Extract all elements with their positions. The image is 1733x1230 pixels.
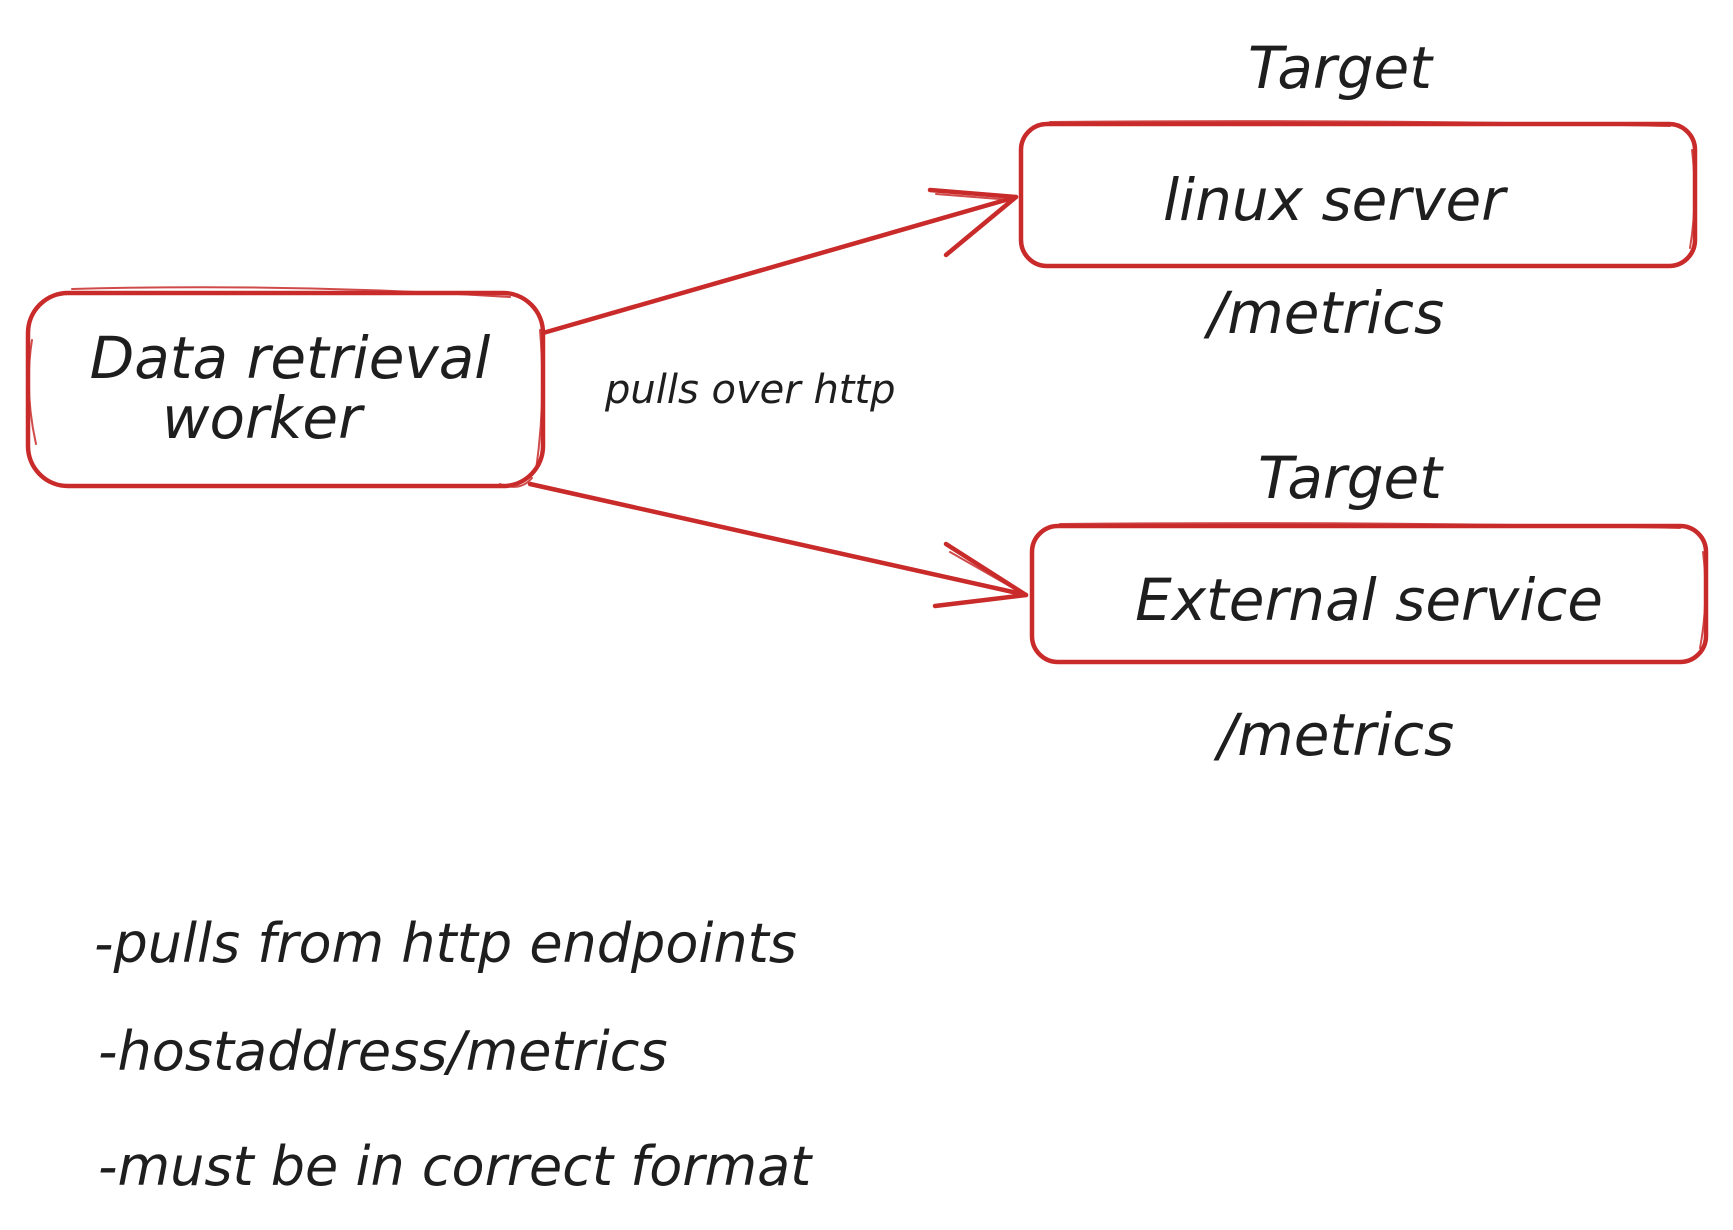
arrowhead-linux-sketch [935,193,1013,201]
node-data-retrieval-worker[interactable]: Data retrieval worker [25,286,546,489]
node-linux-sketch [1049,120,1696,249]
arrowhead-linux [927,187,1019,258]
node-worker-label-line1: Data retrieval [90,324,491,392]
edge-label-pulls-over-http: pulls over http [604,367,896,413]
note-item-1: -pulls from http endpoints [94,912,797,975]
linux-target-caption: Target [1248,34,1434,102]
notes-list: -pulls from http endpoints -hostaddress/… [94,912,813,1198]
edge-line-worker-linux [540,194,1019,336]
node-external-sketch [1059,522,1707,649]
external-metrics-caption: /metrics [1213,701,1455,769]
node-worker-sketch [27,286,544,488]
node-external-service[interactable]: External service [1029,522,1709,665]
note-item-3: -must be in correct format [98,1135,813,1198]
node-external-label: External service [1135,566,1603,634]
arrowhead-external [932,541,1029,609]
node-worker-label-line2: worker [162,384,365,452]
node-linux-server[interactable]: linux server [1018,120,1698,269]
edge-worker-to-linux [540,187,1019,336]
linux-metrics-caption: /metrics [1203,279,1445,347]
note-item-2: -hostaddress/metrics [98,1020,668,1083]
edge-line-worker-external [527,481,1029,598]
external-target-caption: Target [1258,444,1444,512]
node-linux-label: linux server [1163,166,1508,234]
edge-worker-to-external [527,481,1029,609]
arrowhead-external-sketch [949,551,1021,593]
